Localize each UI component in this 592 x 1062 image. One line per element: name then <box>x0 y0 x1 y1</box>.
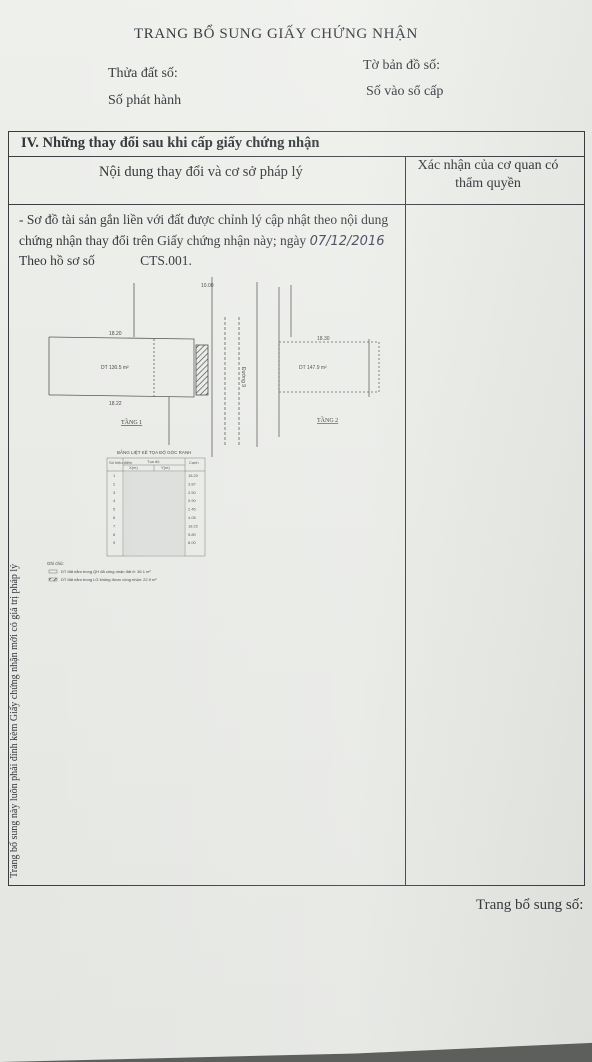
legend-item-2: DT đất nằm trong LG không được công nhận… <box>61 577 157 582</box>
column-content-header: Nội dung thay đổi và cơ sở pháp lý <box>99 164 303 180</box>
dimension-top-floor2: 18.30 <box>317 336 330 342</box>
parcel-number-label: Thửa đất số: <box>108 66 178 81</box>
floor1-label: TẦNG 1 <box>121 418 142 426</box>
section-title: IV. Những thay đổi sau khi cấp giấy chứn… <box>21 135 320 151</box>
handwritten-date: 07/12/2016 <box>309 234 385 249</box>
coord-edge-5: 2.45 <box>188 507 197 512</box>
changes-table: IV. Những thay đổi sau khi cấp giấy chứn… <box>8 131 585 886</box>
coord-edge-8: 5.80 <box>188 532 197 537</box>
coord-point-4: 4 <box>113 498 116 503</box>
area-floor2: DT 147.9 m² <box>299 365 327 371</box>
col-point: Số hiệu điểm <box>109 460 133 465</box>
coord-edge-7: 18.22 <box>188 523 199 528</box>
col-edge: Cạnh <box>189 460 199 465</box>
col-coord: Tọa độ <box>147 459 160 464</box>
file-number: CTS.001. <box>140 253 192 268</box>
coord-point-5: 5 <box>113 507 116 512</box>
issue-number-label: Số phát hành <box>108 93 182 108</box>
side-legal-note: Trang bổ sung này luôn phải đính kèm Giấ… <box>9 563 20 878</box>
legend-title: Ghi chú: <box>47 561 64 566</box>
col-y: Y(m) <box>161 465 170 470</box>
registry-number-label: Số vào sổ cấp <box>366 84 444 99</box>
coord-table-title: BẢNG LIỆT KÊ TỌA ĐỘ GÓC RANH <box>117 448 191 455</box>
coord-edge-9: 8.00 <box>188 540 197 545</box>
coord-point-9: 9 <box>113 540 116 545</box>
floor2-label: TẦNG 2 <box>317 416 338 424</box>
change-line-1: - Sơ đồ tài sản gắn liền với đất được ch… <box>19 212 389 227</box>
supplement-page-label: Trang bổ sung số: <box>476 897 584 913</box>
road-label: Đường 9 <box>240 367 246 387</box>
coord-point-8: 8 <box>113 532 116 537</box>
area-floor1: DT 130.5 m² <box>101 365 129 371</box>
dimension-top-floor1: 18.20 <box>109 331 122 337</box>
change-line-2: chứng nhận thay đổi trên Giấy chứng nhận… <box>19 233 385 249</box>
col-x: X(m) <box>129 465 138 470</box>
coord-edge-2: 3.87 <box>188 481 197 486</box>
map-sheet-label: Tờ bản đồ số: <box>363 58 441 73</box>
coord-point-3: 3 <box>113 490 116 495</box>
coord-point-7: 7 <box>113 523 116 528</box>
floor-plan-diagram: 18.20 18.22 DT 130.5 m² 10.00 Đường 9 TẦ… <box>47 277 380 582</box>
coord-edge-4: 0.90 <box>188 498 197 503</box>
coord-edge-3: 2.50 <box>188 490 197 495</box>
coord-point-6: 6 <box>113 515 116 520</box>
dimension-right: 10.00 <box>201 283 214 289</box>
legend-item-1: DT đất nằm trong QH đã công nhận đất ở: … <box>61 569 151 574</box>
dimension-bottom-floor1: 18.22 <box>109 401 122 407</box>
coord-point-1: 1 <box>113 473 116 478</box>
column-confirm-header: Xác nhận của cơ quan có thẩm quyền <box>417 158 559 191</box>
coord-edge-6: 4.05 <box>188 515 197 520</box>
coord-edge-1: 18.20 <box>188 473 199 478</box>
coord-point-2: 2 <box>113 481 116 486</box>
page-title: TRANG BỔ SUNG GIẤY CHỨNG NHẬN <box>134 26 418 42</box>
change-line-3: Theo hồ sơ số CTS.001. <box>19 253 192 268</box>
